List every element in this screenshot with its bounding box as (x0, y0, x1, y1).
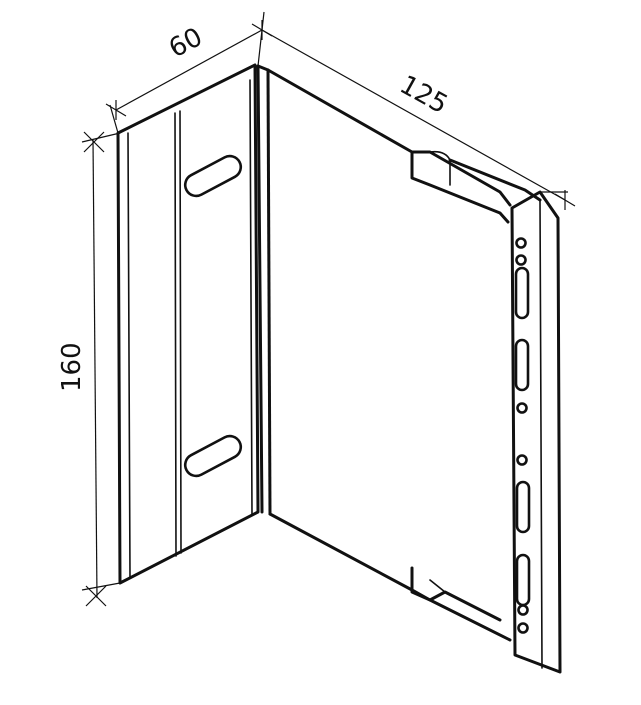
dim-height-label: 160 (57, 342, 87, 392)
front-profile (510, 190, 562, 674)
left-flange-rib-line-1 (174, 112, 177, 557)
upper-slot-hole (183, 154, 243, 198)
profile-slot-3 (515, 480, 531, 534)
round-hole-5 (517, 604, 529, 616)
left-flange-outline (116, 63, 260, 585)
lower-tab-edge (429, 579, 446, 593)
dim-depth-line (261, 29, 566, 201)
left-flange-rib-line-2 (179, 110, 182, 554)
dimension-depth: 125 (261, 29, 576, 210)
round-hole-1 (515, 237, 527, 249)
dim-height-ext-top (81, 132, 121, 143)
lower-tab-outline (410, 566, 502, 622)
dim-height-ext-bottom (81, 582, 121, 591)
round-hole-6 (517, 622, 529, 634)
round-hole-2 (515, 254, 527, 266)
dim-height-tick-bottom (85, 585, 107, 607)
profile-slot-1 (514, 266, 530, 320)
dimension-height: 160 (57, 131, 121, 607)
web-bottom-edge (268, 512, 512, 642)
profile-slot-2 (514, 338, 530, 392)
left-flange-edge-line (127, 132, 131, 579)
dimension-width: 60 (105, 11, 273, 134)
dim-width-ext-left (109, 104, 119, 134)
round-hole-4 (516, 454, 528, 466)
right-web (256, 64, 542, 642)
front-profile-fold-line (539, 199, 543, 669)
lower-slot-hole (183, 434, 243, 478)
dim-width-line (115, 29, 263, 111)
dim-height-tick-top (83, 131, 105, 153)
front-profile-outline (510, 190, 562, 674)
dim-depth-label: 125 (395, 70, 453, 120)
bend (256, 64, 272, 516)
bend-edge-1 (256, 64, 264, 514)
upper-tab-top (448, 158, 542, 202)
left-flange (116, 63, 260, 585)
dim-depth-tick-right (554, 190, 576, 210)
dim-height-line (92, 139, 98, 599)
web-top-edge (256, 64, 512, 207)
dim-width-tick-left (105, 100, 127, 120)
left-flange-bend-line (249, 79, 253, 516)
upper-tab-outline (410, 150, 510, 224)
profile-slot-4 (515, 553, 531, 607)
dim-width-ext-right (257, 11, 265, 67)
dim-width-label: 60 (164, 22, 207, 64)
round-hole-3 (516, 402, 528, 414)
bend-edge-2 (266, 68, 272, 516)
